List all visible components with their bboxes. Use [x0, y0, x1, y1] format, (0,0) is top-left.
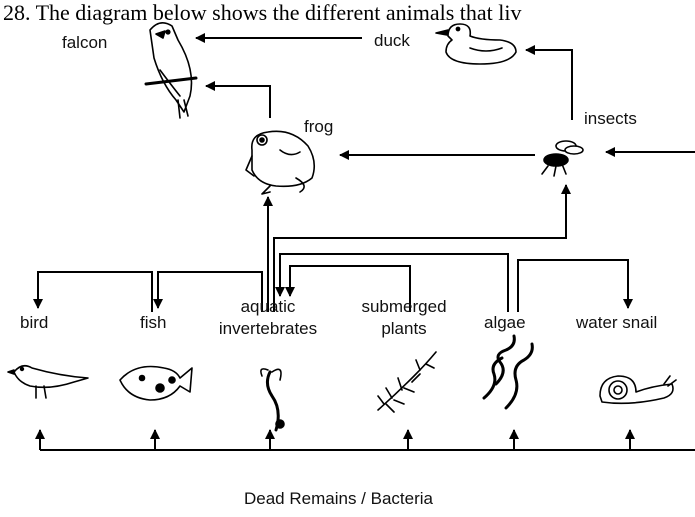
arrow-invertebrates-to-insects — [274, 185, 566, 312]
arrow-insects-to-duck — [526, 50, 572, 120]
label-fish: fish — [140, 312, 166, 334]
label-dead-remains-bacteria: Dead Remains / Bacteria — [244, 488, 433, 510]
arrow-algae-to-snail — [518, 260, 628, 312]
label-frog: frog — [304, 116, 333, 138]
label-submerged-line2: plants — [346, 318, 462, 340]
label-algae: algae — [484, 312, 526, 334]
fish-icon — [120, 367, 192, 401]
label-aquatic-line2: invertebrates — [202, 318, 334, 340]
label-aquatic-invertebrates: aquatic invertebrates — [202, 296, 334, 340]
falcon-icon — [146, 23, 196, 118]
frog-icon — [246, 131, 314, 194]
insects-icon — [542, 141, 583, 176]
label-water-snail: water snail — [576, 312, 657, 334]
submerged-plants-icon — [378, 352, 436, 412]
label-submerged-plants: submerged plants — [346, 296, 462, 340]
label-bird: bird — [20, 312, 48, 334]
label-falcon: falcon — [62, 32, 107, 54]
label-submerged-line1: submerged — [346, 296, 462, 318]
arrow-fish-to-bird — [38, 272, 152, 312]
aquatic-invertebrates-icon — [261, 369, 284, 430]
duck-icon — [436, 24, 516, 64]
label-duck: duck — [374, 30, 410, 52]
label-insects: insects — [584, 108, 637, 130]
water-snail-icon — [600, 376, 676, 403]
bird-icon — [8, 366, 88, 398]
arrow-frog-to-falcon — [206, 86, 270, 118]
algae-icon — [484, 336, 532, 408]
label-aquatic-line1: aquatic — [202, 296, 334, 318]
